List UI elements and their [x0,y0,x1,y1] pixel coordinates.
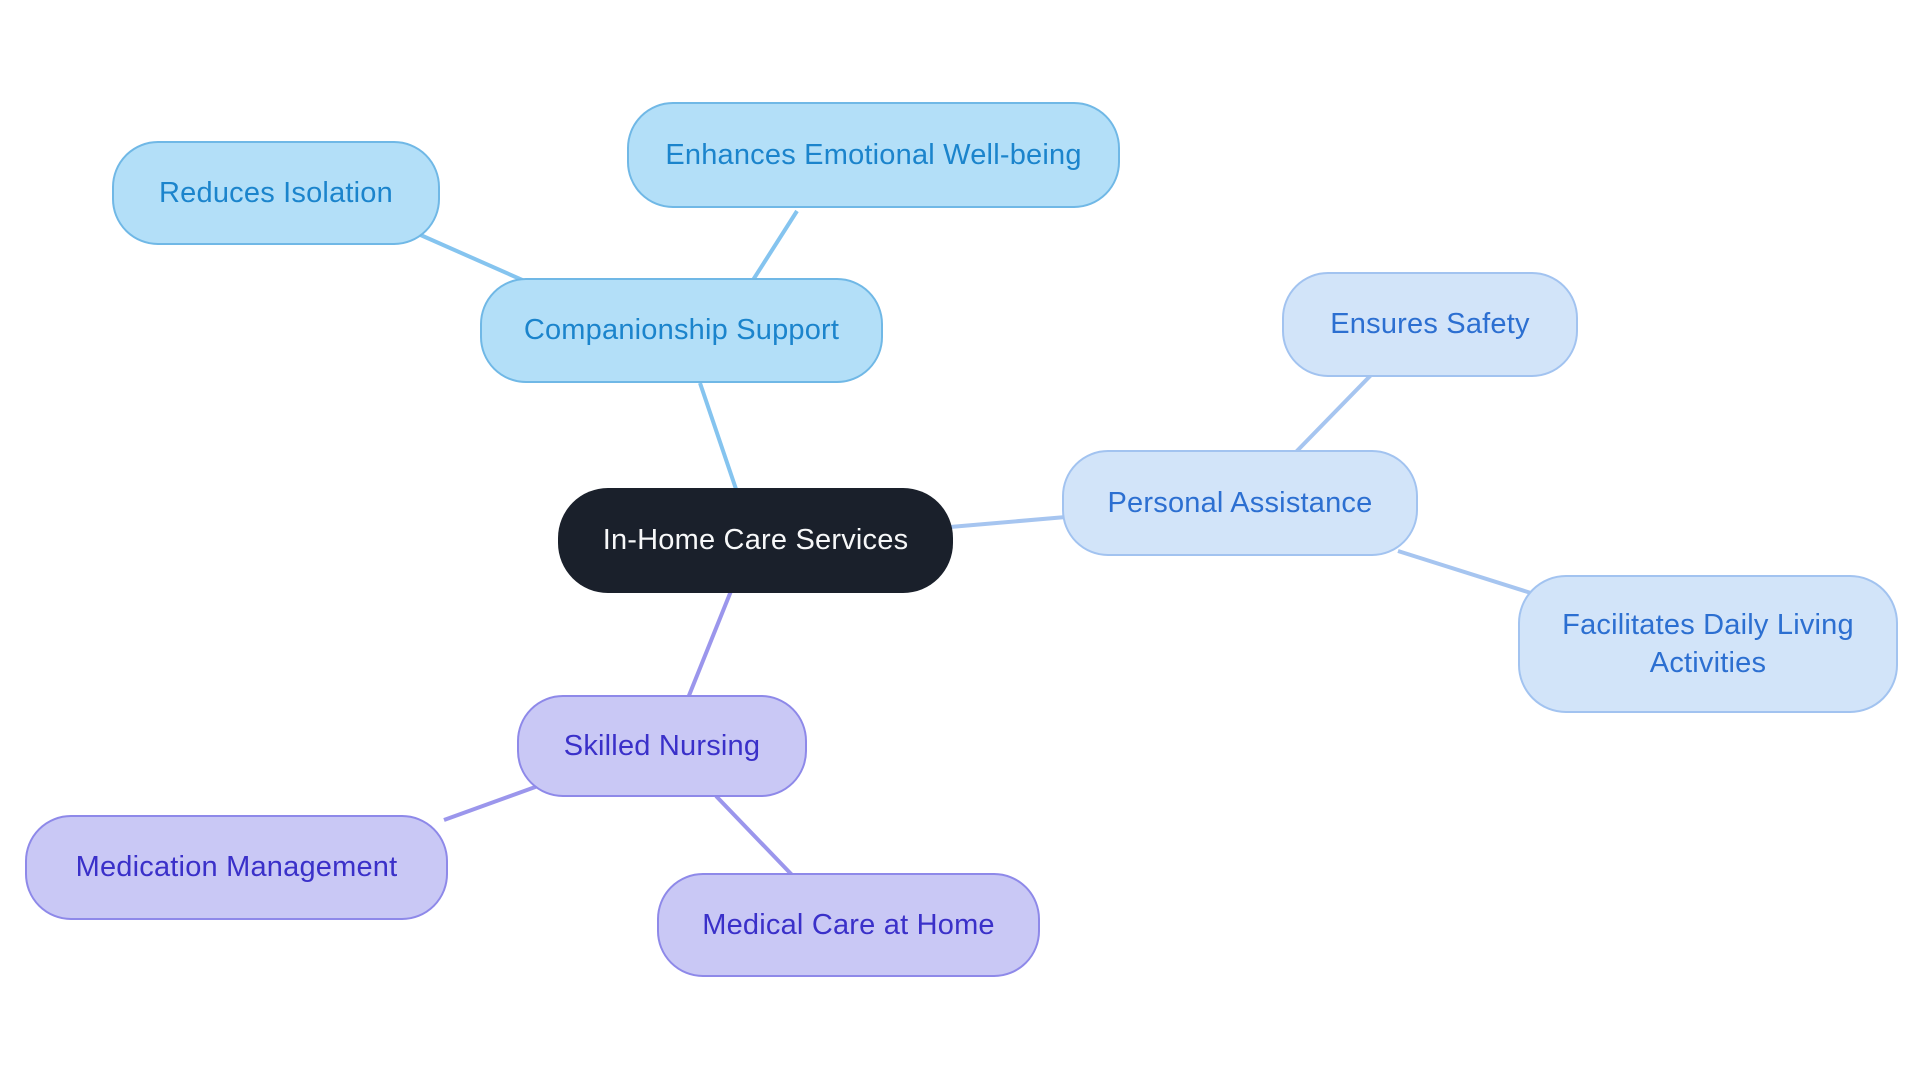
node-medication-management[interactable]: Medication Management [25,815,448,920]
node-enhances-emotional-well-being[interactable]: Enhances Emotional Well-being [627,102,1120,208]
edge-central-to-skilled-nursing [686,590,733,699]
edge-skilled-nursing-to-medication [443,784,539,822]
node-ensures-safety[interactable]: Ensures Safety [1282,272,1578,377]
node-facilitates-daily-living-activities[interactable]: Facilitates Daily Living Activities [1518,575,1898,713]
edge-central-to-personal-assistance [949,515,1067,529]
edge-personal-assistance-to-facilitates [1397,549,1535,596]
node-in-home-care-services[interactable]: In-Home Care Services [558,488,953,593]
node-skilled-nursing[interactable]: Skilled Nursing [517,695,807,797]
node-companionship-support[interactable]: Companionship Support [480,278,883,383]
node-medical-care-at-home[interactable]: Medical Care at Home [657,873,1040,977]
node-reduces-isolation[interactable]: Reduces Isolation [112,141,440,245]
node-personal-assistance[interactable]: Personal Assistance [1062,450,1418,556]
edge-companionship-to-central [698,382,739,493]
edge-ensures-safety-to-personal-assistance [1293,371,1375,455]
edge-skilled-nursing-to-medical-care [714,794,795,878]
edge-enhances-wellbeing-to-companionship [751,209,799,282]
